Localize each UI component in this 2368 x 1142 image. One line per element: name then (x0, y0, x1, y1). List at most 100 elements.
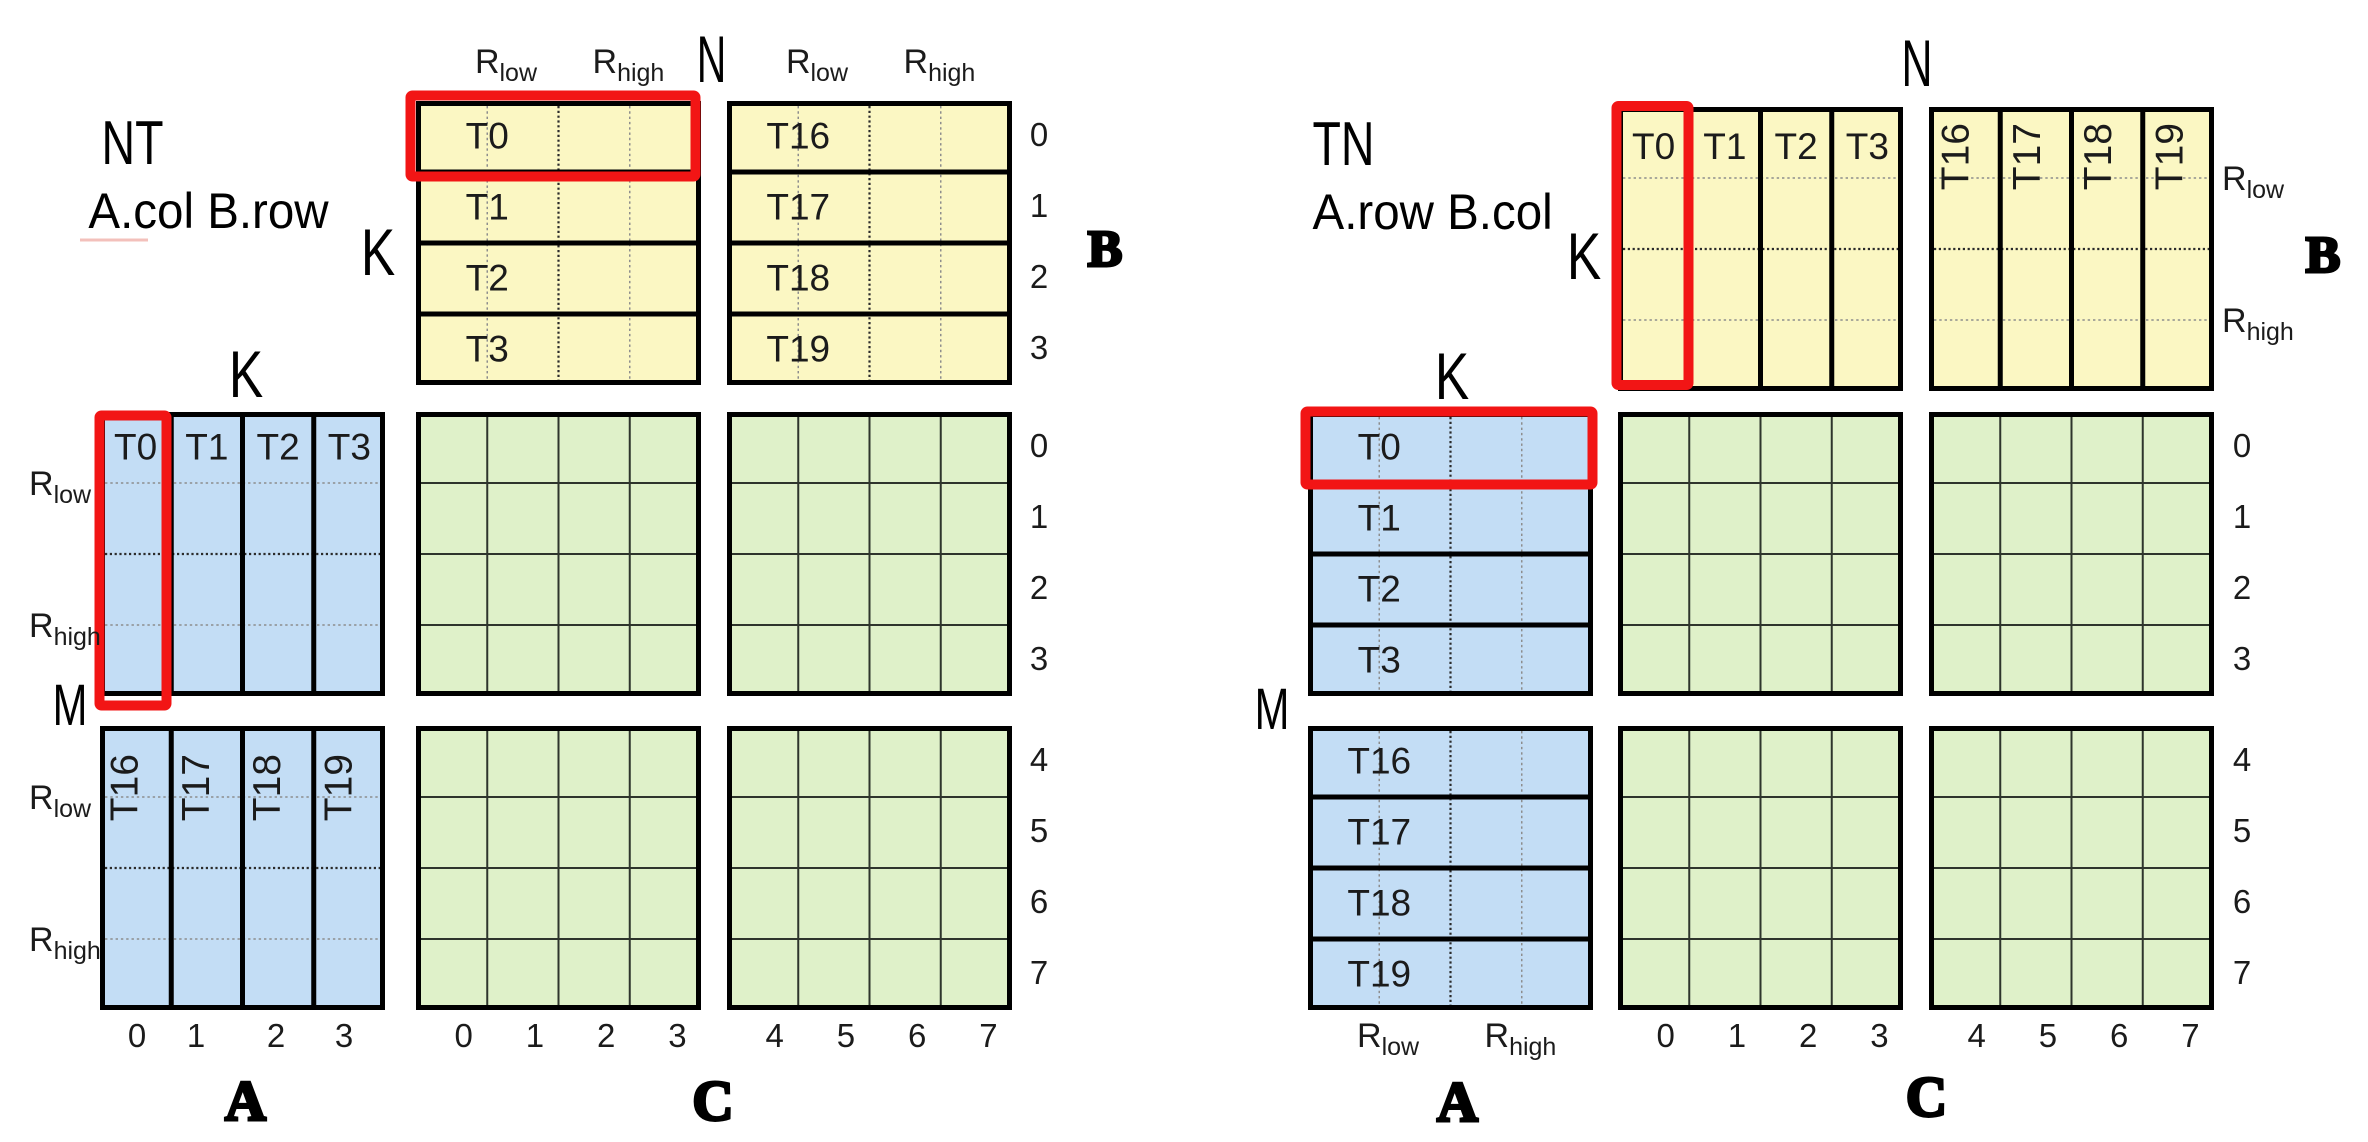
svg-text:T19: T19 (1347, 954, 1411, 995)
svg-text:T3: T3 (466, 329, 509, 370)
svg-text:1: 1 (187, 1017, 205, 1054)
svg-text:A: A (1437, 1071, 1478, 1134)
svg-text:Rhigh: Rhigh (904, 43, 976, 87)
svg-text:C: C (1906, 1066, 1947, 1129)
svg-text:T0: T0 (114, 427, 157, 468)
svg-text:Rlow: Rlow (786, 43, 849, 87)
svg-text:B: B (1088, 221, 1123, 278)
svg-text:M: M (1255, 676, 1290, 741)
svg-text:7: 7 (2181, 1017, 2199, 1054)
svg-text:5: 5 (2039, 1017, 2057, 1054)
svg-text:6: 6 (2233, 883, 2251, 920)
svg-text:7: 7 (1030, 954, 1048, 991)
svg-text:4: 4 (2233, 741, 2251, 778)
svg-text:1: 1 (1728, 1017, 1746, 1054)
svg-text:4: 4 (1967, 1017, 1985, 1054)
svg-text:A: A (225, 1070, 266, 1133)
svg-text:C: C (692, 1070, 733, 1133)
svg-text:T1: T1 (1358, 498, 1401, 539)
svg-text:4: 4 (765, 1017, 783, 1054)
svg-text:2: 2 (597, 1017, 615, 1054)
svg-text:T2: T2 (466, 258, 509, 299)
svg-text:2: 2 (267, 1017, 285, 1054)
svg-text:T1: T1 (1703, 126, 1746, 167)
svg-text:T16: T16 (1935, 123, 1978, 190)
svg-text:7: 7 (2233, 954, 2251, 991)
svg-text:T17: T17 (175, 754, 218, 821)
svg-text:Rhigh: Rhigh (1485, 1017, 1557, 1061)
svg-text:6: 6 (1030, 883, 1048, 920)
svg-text:T19: T19 (766, 329, 830, 370)
svg-text:T18: T18 (766, 258, 830, 299)
svg-text:3: 3 (2233, 640, 2251, 677)
svg-text:Rlow: Rlow (475, 43, 538, 87)
svg-text:0: 0 (1656, 1017, 1674, 1054)
svg-text:6: 6 (2110, 1017, 2128, 1054)
svg-text:3: 3 (668, 1017, 686, 1054)
svg-text:Rlow: Rlow (1357, 1017, 1420, 1061)
svg-text:T16: T16 (1347, 741, 1411, 782)
svg-text:0: 0 (128, 1017, 146, 1054)
svg-text:T19: T19 (2148, 123, 2191, 190)
svg-text:5: 5 (837, 1017, 855, 1054)
svg-text:0: 0 (454, 1017, 472, 1054)
svg-text:2: 2 (2233, 569, 2251, 606)
svg-text:2: 2 (1030, 258, 1048, 295)
svg-text:Rhigh: Rhigh (29, 921, 101, 965)
svg-text:K: K (1567, 219, 1601, 294)
svg-text:M: M (53, 672, 88, 737)
svg-text:1: 1 (1030, 187, 1048, 224)
svg-text:T3: T3 (1846, 126, 1889, 167)
svg-text:T1: T1 (466, 187, 509, 228)
svg-text:N: N (1902, 27, 1933, 101)
svg-text:T19: T19 (317, 754, 360, 821)
svg-text:T0: T0 (1632, 126, 1675, 167)
svg-text:Rlow: Rlow (29, 779, 92, 823)
svg-text:Rhigh: Rhigh (2222, 302, 2294, 346)
svg-text:Rhigh: Rhigh (29, 607, 101, 651)
svg-text:1: 1 (526, 1017, 544, 1054)
svg-text:Rhigh: Rhigh (593, 43, 665, 87)
svg-text:A.row B.col: A.row B.col (1313, 185, 1553, 240)
svg-text:T18: T18 (2077, 123, 2120, 190)
svg-text:0: 0 (2233, 427, 2251, 464)
svg-text:7: 7 (979, 1017, 997, 1054)
svg-text:T17: T17 (766, 187, 830, 228)
svg-text:5: 5 (2233, 812, 2251, 849)
svg-text:4: 4 (1030, 741, 1048, 778)
svg-text:T2: T2 (1775, 126, 1818, 167)
svg-text:3: 3 (1030, 329, 1048, 366)
svg-text:0: 0 (1030, 116, 1048, 153)
svg-text:NT: NT (102, 107, 164, 177)
svg-text:B: B (2306, 227, 2341, 284)
svg-text:T18: T18 (1347, 883, 1411, 924)
svg-text:Rlow: Rlow (2222, 160, 2285, 204)
svg-text:T0: T0 (466, 116, 509, 157)
svg-text:3: 3 (335, 1017, 353, 1054)
svg-text:T16: T16 (766, 116, 830, 157)
svg-text:1: 1 (1030, 498, 1048, 535)
svg-text:0: 0 (1030, 427, 1048, 464)
svg-text:T3: T3 (328, 427, 371, 468)
svg-text:6: 6 (908, 1017, 926, 1054)
svg-text:T0: T0 (1358, 427, 1401, 468)
svg-text:5: 5 (1030, 812, 1048, 849)
svg-text:T3: T3 (1358, 640, 1401, 681)
svg-text:T16: T16 (104, 754, 147, 821)
svg-text:K: K (1435, 339, 1469, 414)
svg-text:3: 3 (1030, 640, 1048, 677)
svg-text:2: 2 (1799, 1017, 1817, 1054)
svg-text:K: K (229, 337, 263, 412)
svg-text:TN: TN (1313, 108, 1375, 178)
svg-text:1: 1 (2233, 498, 2251, 535)
svg-text:T17: T17 (1347, 812, 1411, 853)
svg-text:A.col B.row: A.col B.row (88, 184, 329, 239)
svg-text:N: N (697, 22, 727, 97)
svg-text:Rlow: Rlow (29, 465, 92, 509)
svg-text:T17: T17 (2006, 123, 2049, 190)
svg-text:T18: T18 (246, 754, 289, 821)
svg-text:2: 2 (1030, 569, 1048, 606)
svg-text:3: 3 (1870, 1017, 1888, 1054)
svg-text:T1: T1 (185, 427, 228, 468)
svg-text:T2: T2 (1358, 569, 1401, 610)
